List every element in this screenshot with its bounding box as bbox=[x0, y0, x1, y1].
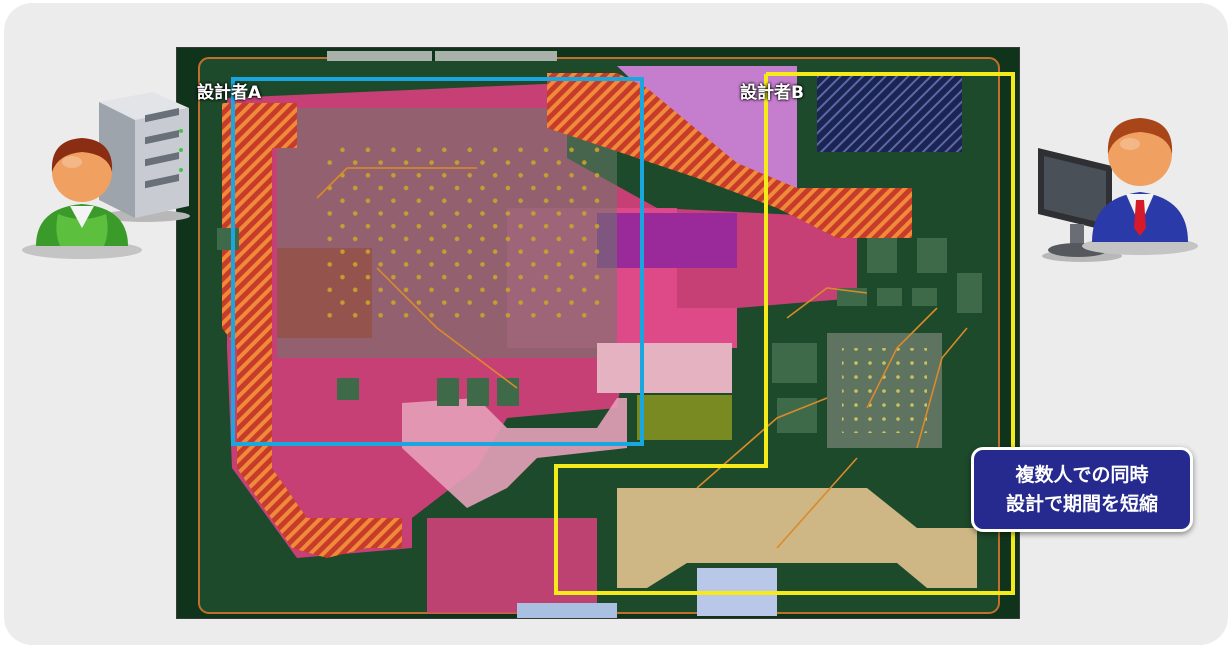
region-overlays bbox=[231, 72, 1015, 595]
user-blue-suit-icon bbox=[1082, 118, 1198, 255]
monitor-icon bbox=[1038, 148, 1122, 262]
callout-line-2: 設計で期間を短縮 bbox=[1005, 493, 1158, 515]
pcb-artwork bbox=[198, 51, 1000, 618]
designer-b-region bbox=[554, 72, 1015, 595]
server-tower-icon bbox=[99, 92, 190, 222]
designer-a-label: 設計者A bbox=[197, 83, 262, 103]
callout-box: 複数人での同時 設計で期間を短縮 bbox=[971, 447, 1193, 532]
callout-line-1: 複数人での同時 bbox=[1015, 464, 1149, 486]
designer-b-label: 設計者B bbox=[740, 83, 804, 103]
user-green-icon bbox=[22, 138, 142, 259]
pcb-layout-view bbox=[176, 47, 1020, 619]
designer-a-region bbox=[231, 77, 644, 446]
